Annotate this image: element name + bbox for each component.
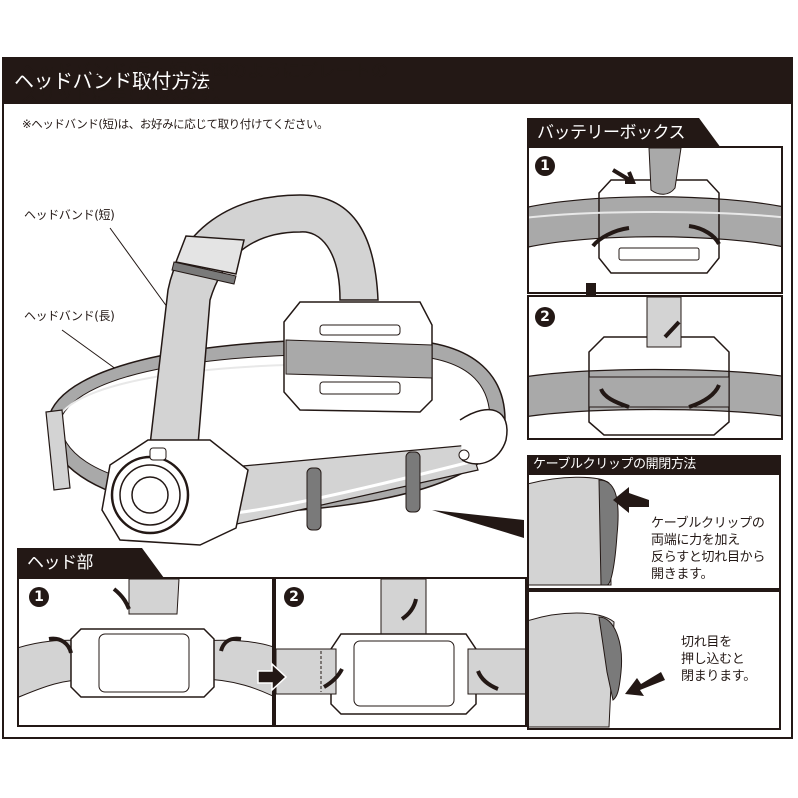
intro-line-1: ヘッドバンド(長・短)を図のようにプレートの <box>20 61 389 82</box>
cable-clip-2 <box>405 451 421 513</box>
head-step-1-panel: 1 <box>17 577 274 727</box>
battery-step-2-panel: 2 <box>527 295 783 440</box>
cable-clip-close-panel: 切れ目を 押し込むと 閉まります。 <box>527 590 781 730</box>
head-section-tab: ヘッド部 <box>17 548 164 578</box>
head-step-2-illustration <box>276 579 525 715</box>
cable-clip-open-panel: ケーブルクリップの 両端に力を加え 反らすと切れ目から 開きます。 <box>527 475 781 590</box>
cable-coil <box>459 409 508 465</box>
intro-line-2: スリットに差し込みます。 <box>20 85 231 106</box>
open-text-line: 両端に力を加え <box>651 533 740 548</box>
battery-section-tab: バッテリーボックス部 <box>527 118 721 173</box>
right-arrow-icon <box>257 662 288 692</box>
pointer-to-clip-panel <box>432 510 524 538</box>
open-text-line: 開きます。 <box>651 567 714 582</box>
cable-clip-1 <box>306 467 322 531</box>
cable-clip-section-title: ケーブルクリップの開閉方法 <box>527 455 781 475</box>
callout-short-band: ヘッドバンド(短) <box>24 208 115 222</box>
battery-step-1-panel: 1 <box>527 146 783 294</box>
page-title: ヘッドバンド取付方法 <box>4 59 791 104</box>
callout-long-band: ヘッドバンド(長) <box>24 309 115 323</box>
cable-clip-close-text: 切れ目を 押し込むと 閉まります。 <box>681 634 756 685</box>
step-number-badge: 2 <box>284 587 304 607</box>
open-text-line: 反らすと切れ目から <box>651 550 766 565</box>
close-text-line: 切れ目を <box>681 635 732 650</box>
cable-clip-close-illustration <box>529 612 665 728</box>
leader-line-long <box>61 329 121 373</box>
intro-note: ※ヘッドバンド(短)は、お好みに応じて取り付けてください。 <box>22 117 329 131</box>
step-number-badge: 1 <box>535 156 555 176</box>
cable-clip-open-text: ケーブルクリップの 両端に力を加え 反らすと切れ目から 開きます。 <box>651 515 765 583</box>
lamp-lens <box>131 476 169 514</box>
step-number-badge: 1 <box>29 587 49 607</box>
head-step-2-panel: 2 <box>274 577 527 727</box>
close-text-line: 押し込むと <box>681 652 745 667</box>
close-text-line: 閉まります。 <box>681 669 756 684</box>
open-text-line: ケーブルクリップの <box>651 516 765 531</box>
step-number-badge: 2 <box>535 307 555 327</box>
strap-buckle <box>174 235 245 275</box>
intro-text: ヘッドバンド(長・短)を図のようにプレートの スリットに差し込みます。 <box>20 60 389 108</box>
battery-step-2-illustration <box>529 297 781 436</box>
battery-step-1-illustration <box>529 148 781 274</box>
head-step-1-illustration <box>19 579 272 698</box>
cable-clip-open-illustration <box>529 476 649 586</box>
